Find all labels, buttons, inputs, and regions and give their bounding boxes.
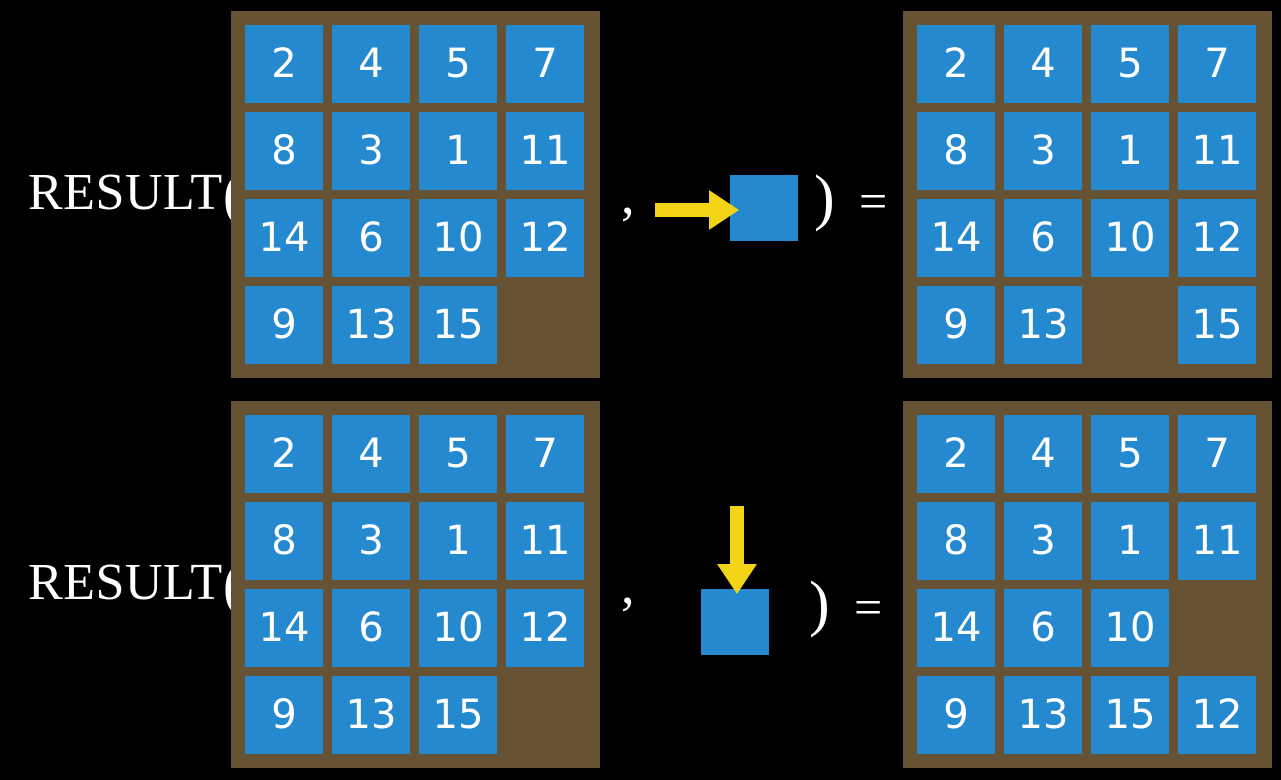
equals-sign-bottom: =	[854, 579, 883, 635]
tile[interactable]: 4	[332, 25, 410, 103]
tile[interactable]: 13	[1004, 676, 1082, 754]
input-board-top: 2 4 5 7 8 3 1 11 14 6 10 12 9 13 15	[231, 11, 600, 378]
tile[interactable]: 8	[245, 112, 323, 190]
tile[interactable]: 7	[1178, 415, 1256, 493]
tile[interactable]: 9	[917, 676, 995, 754]
tile[interactable]: 7	[1178, 25, 1256, 103]
result-word-top: RESULT	[28, 164, 223, 221]
tile[interactable]: 14	[917, 589, 995, 667]
tile[interactable]: 15	[1178, 286, 1256, 364]
tile[interactable]: 6	[332, 589, 410, 667]
tile[interactable]: 11	[1178, 112, 1256, 190]
tile[interactable]: 14	[917, 199, 995, 277]
tile[interactable]: 13	[332, 286, 410, 364]
tile[interactable]: 15	[419, 286, 497, 364]
equation-row-down-move: RESULT( 2 4 5 7 8 3 1 11 14 6 10 12 9 13…	[0, 390, 1281, 780]
tile[interactable]: 7	[506, 415, 584, 493]
tile[interactable]: 8	[917, 502, 995, 580]
result-function-label-bottom: RESULT(	[28, 554, 244, 616]
tile[interactable]: 11	[506, 112, 584, 190]
move-tile-bottom[interactable]	[701, 589, 769, 655]
output-board-top: 2 4 5 7 8 3 1 11 14 6 10 12 9 13 15	[903, 11, 1272, 378]
empty-slot	[506, 676, 584, 754]
tile[interactable]: 2	[245, 25, 323, 103]
tile[interactable]: 1	[419, 502, 497, 580]
tile[interactable]: 5	[419, 25, 497, 103]
tile[interactable]: 14	[245, 589, 323, 667]
tile[interactable]: 9	[245, 676, 323, 754]
tile[interactable]: 3	[332, 112, 410, 190]
tile[interactable]: 1	[1091, 112, 1169, 190]
arrow-right-icon	[655, 190, 739, 230]
tile[interactable]: 13	[332, 676, 410, 754]
output-grid-top: 2 4 5 7 8 3 1 11 14 6 10 12 9 13 15	[917, 25, 1258, 364]
output-grid-bottom: 2 4 5 7 8 3 1 11 14 6 10 9 13 15 12	[917, 415, 1258, 754]
empty-slot	[506, 286, 584, 364]
tile[interactable]: 9	[917, 286, 995, 364]
tile[interactable]: 2	[917, 415, 995, 493]
tile[interactable]: 13	[1004, 286, 1082, 364]
tile[interactable]: 8	[917, 112, 995, 190]
input-grid-top: 2 4 5 7 8 3 1 11 14 6 10 12 9 13 15	[245, 25, 586, 364]
tile[interactable]: 3	[1004, 112, 1082, 190]
tile[interactable]: 11	[506, 502, 584, 580]
tile[interactable]: 5	[1091, 25, 1169, 103]
tile[interactable]: 10	[1091, 589, 1169, 667]
tile[interactable]: 10	[419, 199, 497, 277]
result-word-bottom: RESULT	[28, 554, 223, 611]
comma-separator-bottom: ,	[621, 555, 635, 615]
move-operand-top: , ) =	[601, 0, 903, 390]
tile[interactable]: 5	[1091, 415, 1169, 493]
empty-slot	[1178, 589, 1256, 667]
tile[interactable]: 3	[332, 502, 410, 580]
tile[interactable]: 12	[1178, 676, 1256, 754]
tile[interactable]: 12	[506, 199, 584, 277]
tile[interactable]: 15	[419, 676, 497, 754]
tile[interactable]: 4	[1004, 25, 1082, 103]
arrow-down-icon	[717, 506, 757, 594]
tile[interactable]: 11	[1178, 502, 1256, 580]
input-grid-bottom: 2 4 5 7 8 3 1 11 14 6 10 12 9 13 15	[245, 415, 586, 754]
tile[interactable]: 1	[419, 112, 497, 190]
tile[interactable]: 7	[506, 25, 584, 103]
move-tile-top[interactable]	[730, 175, 798, 241]
tile[interactable]: 10	[1091, 199, 1169, 277]
tile[interactable]: 14	[245, 199, 323, 277]
tile[interactable]: 10	[419, 589, 497, 667]
tile[interactable]: 2	[917, 25, 995, 103]
close-paren-top: )	[814, 164, 835, 232]
tile[interactable]: 9	[245, 286, 323, 364]
close-paren-bottom: )	[809, 570, 830, 638]
tile[interactable]: 6	[332, 199, 410, 277]
tile[interactable]: 3	[1004, 502, 1082, 580]
empty-slot	[1091, 286, 1169, 364]
input-board-bottom: 2 4 5 7 8 3 1 11 14 6 10 12 9 13 15	[231, 401, 600, 768]
tile[interactable]: 1	[1091, 502, 1169, 580]
tile[interactable]: 6	[1004, 589, 1082, 667]
tile[interactable]: 5	[419, 415, 497, 493]
result-function-label-top: RESULT(	[28, 164, 244, 226]
tile[interactable]: 8	[245, 502, 323, 580]
equation-row-right-move: RESULT( 2 4 5 7 8 3 1 11 14 6 10 12 9 13…	[28, 0, 1272, 390]
equals-sign-top: =	[859, 173, 888, 229]
tile[interactable]: 12	[506, 589, 584, 667]
output-board-bottom: 2 4 5 7 8 3 1 11 14 6 10 9 13 15 12	[903, 401, 1272, 768]
tile[interactable]: 15	[1091, 676, 1169, 754]
tile[interactable]: 4	[332, 415, 410, 493]
comma-separator-top: ,	[621, 165, 635, 225]
move-operand-bottom: , ) =	[601, 390, 903, 780]
tile[interactable]: 6	[1004, 199, 1082, 277]
tile[interactable]: 12	[1178, 199, 1256, 277]
tile[interactable]: 4	[1004, 415, 1082, 493]
tile[interactable]: 2	[245, 415, 323, 493]
